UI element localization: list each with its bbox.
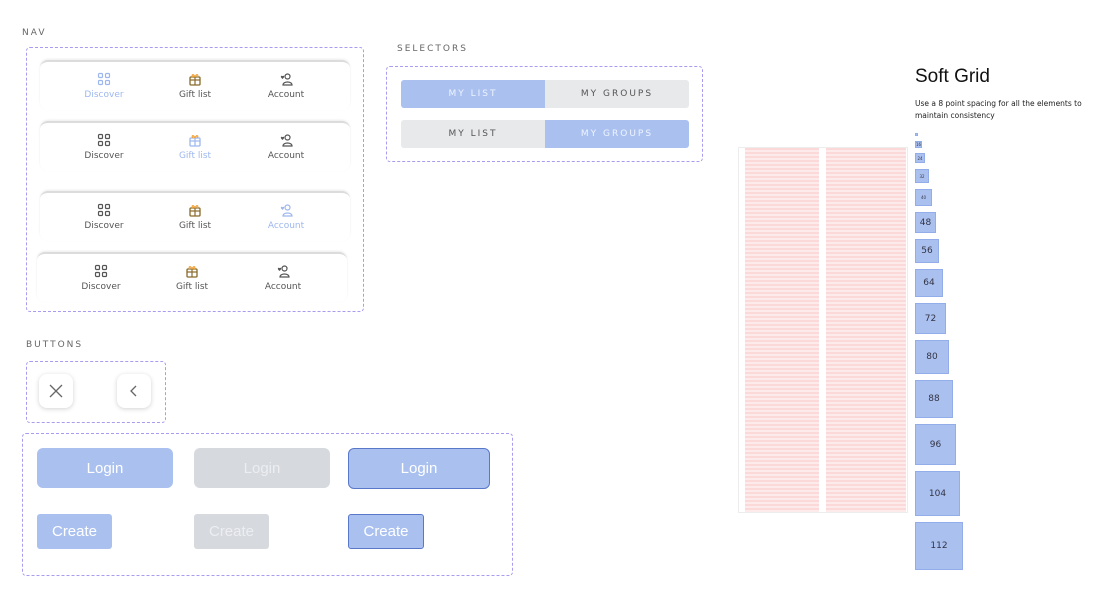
selector-segment-my-groups[interactable]: MY GROUPS (545, 80, 689, 108)
grid-icon (97, 72, 111, 86)
nav-item-account[interactable]: Account (243, 264, 323, 292)
nav-item-gift-list[interactable]: Gift list (155, 203, 235, 231)
selector-segment-my-list[interactable]: MY LIST (401, 80, 545, 108)
gift-icon (189, 205, 201, 217)
nav-item-label: Account (267, 221, 305, 231)
login-button[interactable]: Login (37, 448, 173, 488)
nav-item-account[interactable]: Account (246, 203, 326, 231)
login-button-focused[interactable]: Login (348, 448, 490, 489)
nav-item-label: Account (264, 282, 302, 292)
grid-icon (97, 203, 111, 217)
grid-column (745, 148, 819, 512)
back-button[interactable] (117, 374, 151, 408)
nav-item-discover[interactable]: Discover (61, 264, 141, 292)
selector-my-list-active: MY LIST MY GROUPS (401, 80, 689, 108)
grid-size-swatch: 48 (915, 212, 936, 233)
create-button-focused[interactable]: Create (348, 514, 424, 549)
grid-size-swatch: 80 (915, 340, 949, 374)
nav-item-label: Gift list (178, 221, 212, 231)
nav-item-label: Gift list (178, 151, 212, 161)
nav-item-label: Discover (84, 90, 124, 100)
bottom-nav-bar: Discover Gift list Account (40, 121, 350, 171)
text-buttons-container (22, 433, 513, 576)
nav-item-gift-list[interactable]: Gift list (155, 72, 235, 100)
grid-column (826, 148, 906, 512)
grid-size-swatch: 32 (915, 169, 929, 183)
nav-item-label: Account (267, 151, 305, 161)
soft-grid-title: Soft Grid (915, 66, 990, 87)
gift-icon (186, 266, 198, 278)
grid-size-swatch: 16 (915, 141, 922, 148)
grid-columns-preview (738, 147, 908, 513)
nav-item-label: Gift list (178, 90, 212, 100)
grid-size-swatch: 24 (915, 153, 925, 163)
nav-item-discover[interactable]: Discover (64, 203, 144, 231)
gift-icon (189, 135, 201, 147)
close-icon (49, 384, 63, 398)
account-icon (280, 73, 293, 86)
grid-size-swatch: 40 (915, 189, 932, 206)
grid-icon (94, 264, 108, 278)
bottom-nav-bar: Discover Gift list Account (40, 60, 350, 110)
bottom-nav-bar: Discover Gift list Account (37, 252, 347, 302)
account-icon (277, 265, 290, 278)
grid-size-swatch: 72 (915, 303, 946, 334)
bottom-nav-bar: Discover Gift list Account (40, 191, 350, 241)
nav-item-discover[interactable]: Discover (64, 133, 144, 161)
nav-item-account[interactable]: Account (246, 133, 326, 161)
grid-size-swatch: 104 (915, 471, 960, 516)
close-button[interactable] (39, 374, 73, 408)
selector-segment-my-groups[interactable]: MY GROUPS (545, 120, 689, 148)
selector-my-groups-active: MY LIST MY GROUPS (401, 120, 689, 148)
grid-size-swatch: 88 (915, 380, 953, 418)
grid-size-swatch: 56 (915, 239, 939, 263)
create-button-disabled[interactable]: Create (194, 514, 269, 549)
create-button[interactable]: Create (37, 514, 112, 549)
selector-segment-my-list[interactable]: MY LIST (401, 120, 545, 148)
nav-item-label: Discover (81, 282, 121, 292)
chevron-left-icon (130, 385, 137, 397)
grid-icon (97, 133, 111, 147)
grid-size-swatch: 112 (915, 522, 963, 570)
login-button-disabled[interactable]: Login (194, 448, 330, 488)
nav-item-gift-list[interactable]: Gift list (152, 264, 232, 292)
nav-item-label: Gift list (175, 282, 209, 292)
selectors-container (386, 66, 703, 162)
nav-item-label: Discover (84, 221, 124, 231)
nav-item-label: Discover (84, 151, 124, 161)
nav-item-label: Account (267, 90, 305, 100)
account-icon (280, 204, 293, 217)
grid-size-swatch: 64 (915, 269, 943, 297)
nav-container (26, 47, 364, 312)
icon-buttons-container (26, 361, 166, 423)
soft-grid-description: Use a 8 point spacing for all the elemen… (915, 99, 1082, 120)
selectors-section-label: SELECTORS (397, 44, 468, 54)
nav-item-discover[interactable]: Discover (64, 72, 144, 100)
nav-item-account[interactable]: Account (246, 72, 326, 100)
nav-item-gift-list[interactable]: Gift list (155, 133, 235, 161)
grid-size-swatch (915, 133, 918, 136)
gift-icon (189, 74, 201, 86)
account-icon (280, 134, 293, 147)
buttons-section-label: BUTTONS (26, 340, 84, 350)
grid-size-swatch: 96 (915, 424, 956, 465)
nav-section-label: NAV (22, 28, 47, 38)
